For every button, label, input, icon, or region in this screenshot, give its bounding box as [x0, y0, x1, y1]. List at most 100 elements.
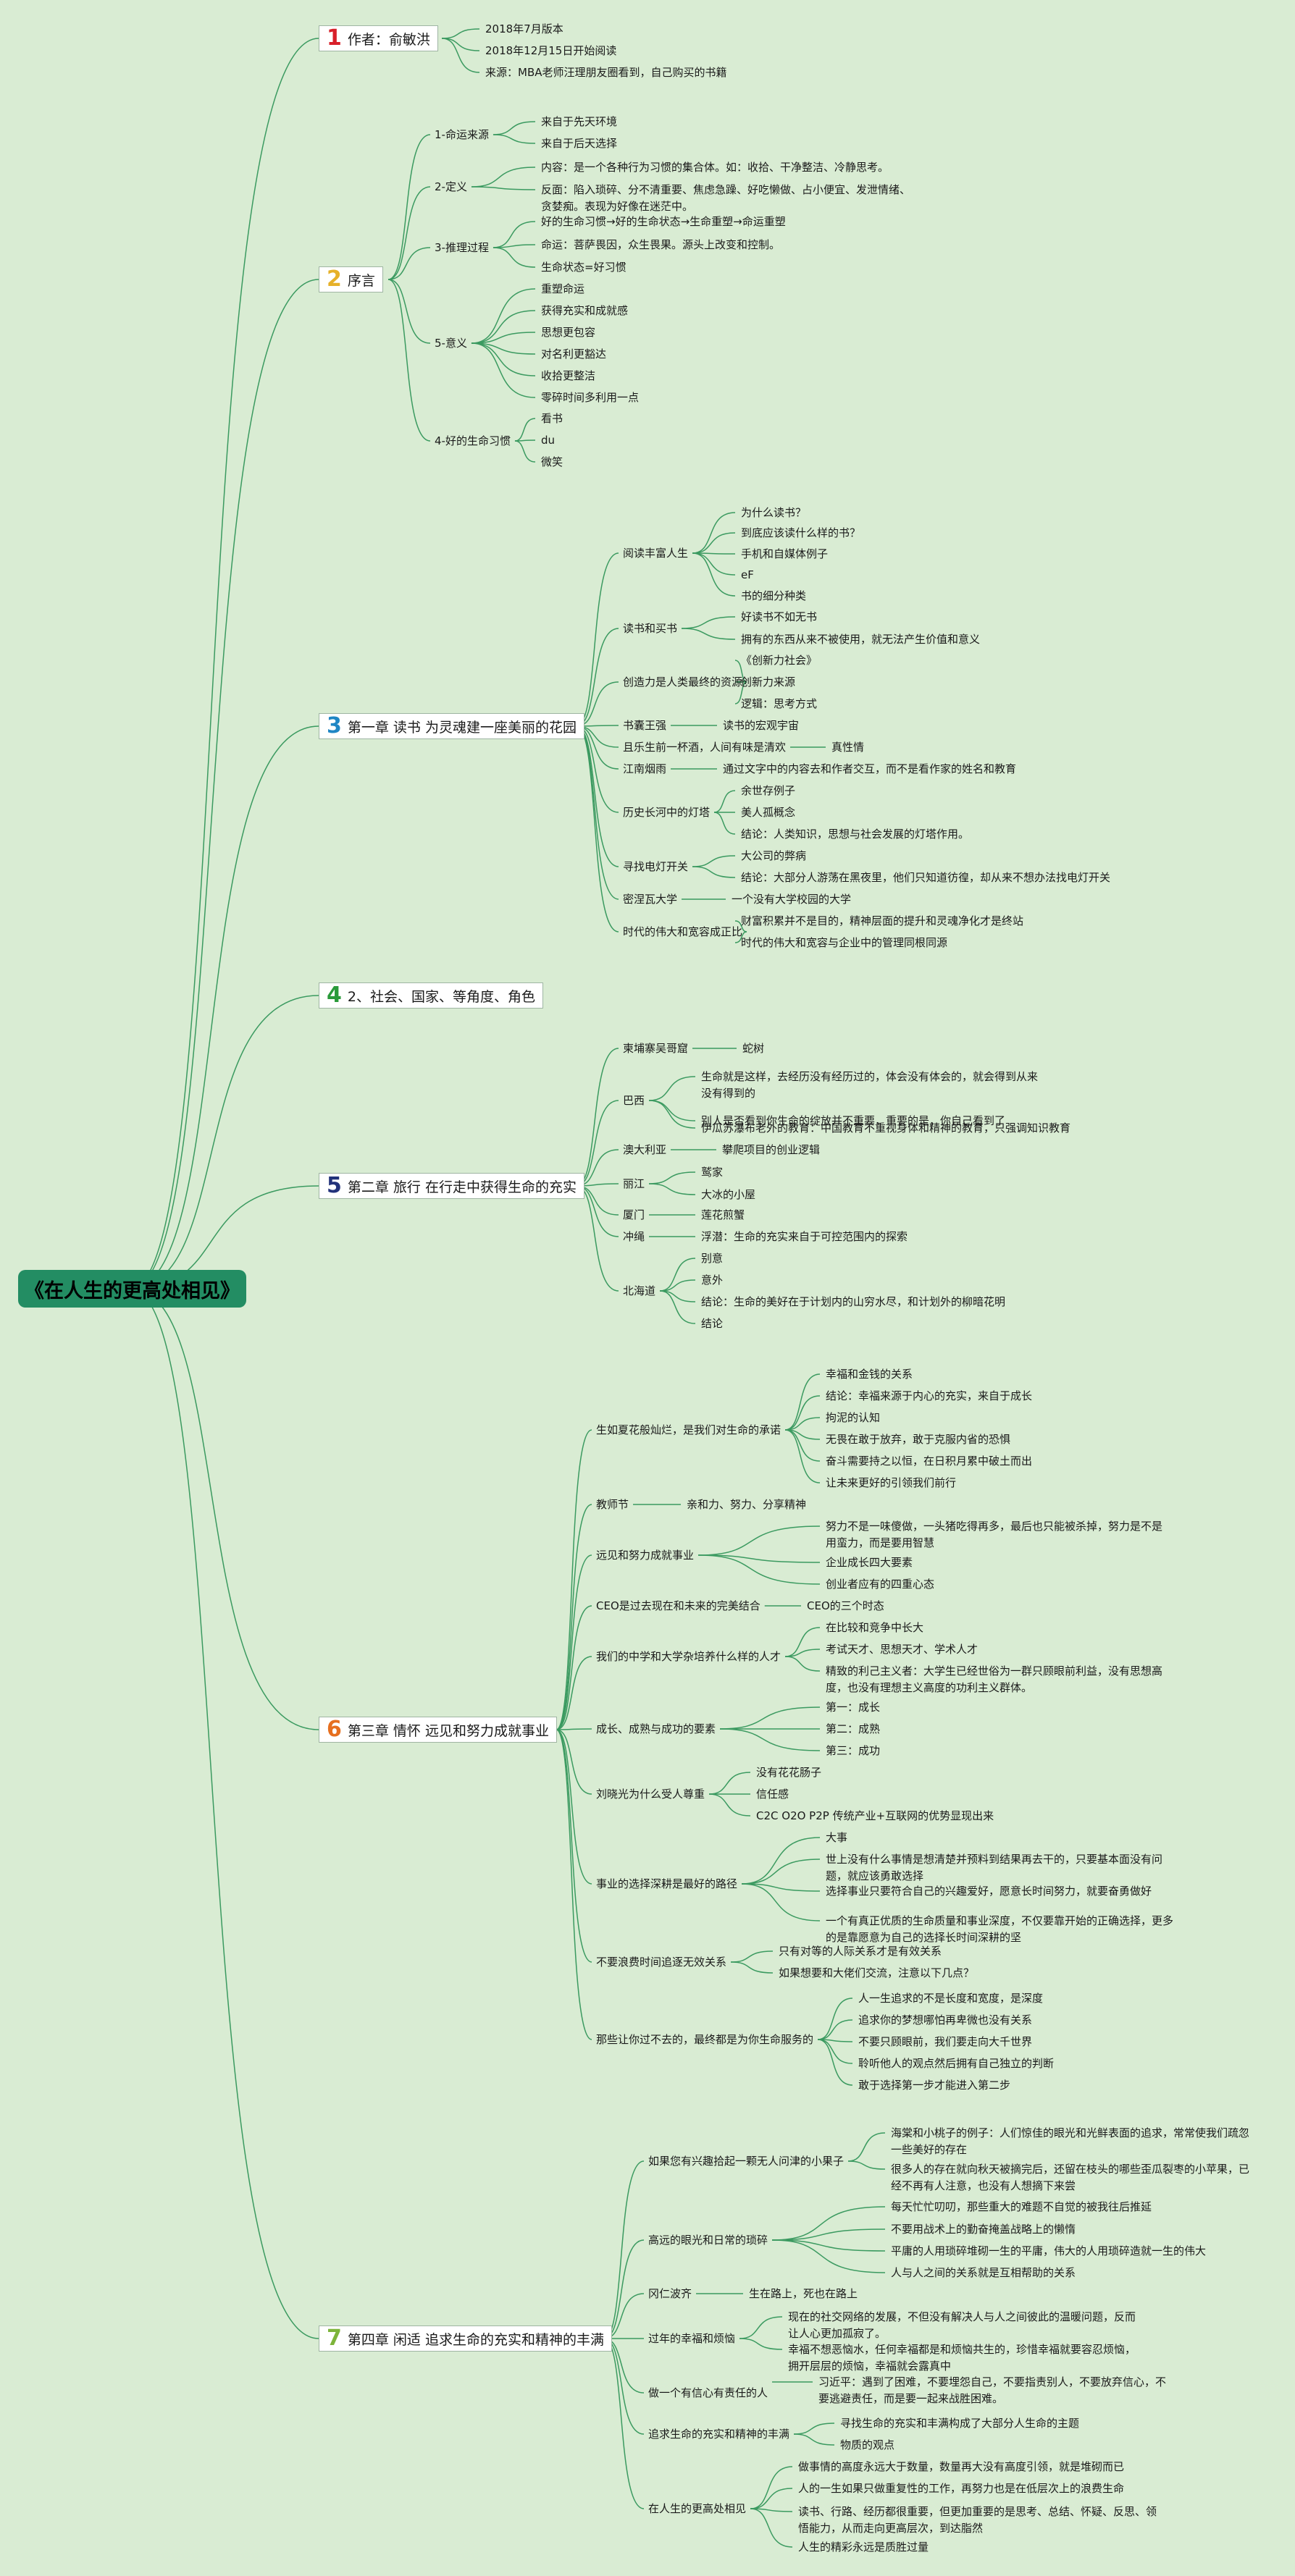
item-text[interactable]: 第二：成熟: [826, 1722, 881, 1735]
group-label[interactable]: 5-意义: [435, 337, 467, 350]
item-text[interactable]: 精致的利己主义者：大学生已经世俗为一群只顾眼前利益，没有思想高度，也没有理想主义…: [826, 1664, 1163, 1694]
item-text[interactable]: 结论: [701, 1317, 724, 1330]
item-text[interactable]: 零碎时间多利用一点: [541, 391, 640, 404]
group-label[interactable]: 密涅瓦大学: [623, 893, 678, 906]
item-text[interactable]: 如果想要和大佬们交流，注意以下几点？: [779, 1966, 975, 1979]
item-text[interactable]: 通过文字中的内容去和作者交互，而不是看作家的姓名和教育: [723, 762, 1017, 775]
item-text[interactable]: 一个没有大学校园的大学: [732, 893, 852, 906]
group-label[interactable]: 且乐生前一杯酒，人间有味是清欢: [623, 741, 787, 754]
item-text[interactable]: 别人是否看到你生命的绽放并不重要，重要的是，你自己看到了: [701, 1114, 1006, 1127]
item-text[interactable]: 大事: [826, 1831, 848, 1844]
item-text[interactable]: 时代的伟大和宽容与企业中的管理同根同源: [741, 936, 948, 949]
item-text[interactable]: 拘泥的认知: [826, 1411, 881, 1424]
item-text[interactable]: 人生的精彩永远是质胜过量: [798, 2541, 929, 2554]
item-text[interactable]: 别意: [701, 1252, 724, 1265]
item-text[interactable]: 追求你的梦想哪怕再卑微也没有关系: [858, 2013, 1033, 2026]
item-text[interactable]: 读书的宏观宇宙: [723, 719, 800, 732]
group-label[interactable]: 事业的选择深耕是最好的路径: [596, 1877, 738, 1890]
item-text[interactable]: 很多人的存在就向秋天被摘完后，还留在枝头的哪些歪瓜裂枣的小苹果，已经不再有人注意…: [891, 2163, 1250, 2192]
group-label[interactable]: 3-推理过程: [435, 241, 489, 254]
group-label[interactable]: 澳大利亚: [623, 1143, 667, 1156]
group-label[interactable]: 生如夏花般灿烂，是我们对生命的承诺: [596, 1423, 781, 1436]
group-label[interactable]: 在人生的更高处相见: [648, 2502, 747, 2515]
item-text[interactable]: 收拾更整洁: [541, 369, 596, 382]
item-text[interactable]: 海棠和小桃子的例子：人们惊佳的眼光和光鲜表面的追求，常常使我们疏忽一些美好的存在: [891, 2126, 1250, 2156]
item-text[interactable]: 现在的社交网络的发展，不但没有解决人与人之间彼此的温暖问题，反而让人心更加孤寂了…: [788, 2310, 1136, 2340]
item-text[interactable]: 幸福和金钱的关系: [826, 1368, 913, 1381]
group-label[interactable]: 寻找电灯开关: [623, 860, 689, 873]
group-label[interactable]: 巴西: [623, 1094, 645, 1107]
group-label[interactable]: 我们的中学和大学杂培养什么样的人才: [596, 1650, 781, 1663]
group-label[interactable]: 过年的幸福和烦恼: [648, 2332, 736, 2345]
item-text[interactable]: 每天忙忙叨叨，那些重大的难题不自觉的被我往后推延: [891, 2200, 1152, 2213]
item-text[interactable]: 为什么读书？: [741, 506, 807, 519]
item-text[interactable]: 手机和自媒体例子: [741, 547, 829, 560]
item-text[interactable]: 获得充实和成就感: [541, 304, 629, 317]
leaf-text[interactable]: 2018年12月15日开始阅读: [485, 44, 617, 57]
item-text[interactable]: 鹫家: [701, 1166, 724, 1179]
group-label[interactable]: 创造力是人类最终的资源: [623, 675, 743, 689]
item-text[interactable]: 没有花花肠子: [756, 1766, 822, 1779]
item-text[interactable]: 人与人之间的关系就是互相帮助的关系: [891, 2266, 1076, 2279]
item-text[interactable]: 思想更包容: [541, 326, 596, 339]
group-label[interactable]: 柬埔寨吴哥窟: [623, 1042, 689, 1055]
item-text[interactable]: 敢于选择第一步才能进入第二步: [858, 2079, 1011, 2092]
group-label[interactable]: 那些让你过不去的，最终都是为你生命服务的: [596, 2033, 814, 2046]
item-text[interactable]: 来自于后天选择: [541, 137, 618, 150]
group-label[interactable]: 冈仁波齐: [648, 2287, 692, 2300]
item-text[interactable]: 人的一生如果只做重复性的工作，再努力也是在低层次上的浪费生命: [798, 2482, 1125, 2495]
group-label[interactable]: 教师节: [596, 1498, 629, 1511]
item-text[interactable]: 拥有的东西从来不被使用，就无法产生价值和意义: [741, 633, 981, 646]
item-text[interactable]: 结论：大部分人游荡在黑夜里，他们只知道彷徨，却从来不想办法找电灯开关: [741, 871, 1111, 884]
item-text[interactable]: 《创新力社会》: [741, 654, 818, 667]
group-label[interactable]: 做一个有信心有责任的人: [648, 2386, 768, 2399]
item-text[interactable]: 聆听他人的观点然后拥有自己独立的判断: [858, 2057, 1055, 2070]
item-text[interactable]: 反面：陷入琐碎、分不清重要、焦虑急躁、好吃懒做、占小便宜、发泄情绪、贪婪痴。表现…: [541, 183, 911, 213]
item-text[interactable]: 奋斗需要持之以恒，在日积月累中破土而出: [826, 1455, 1033, 1468]
group-label[interactable]: 远见和努力成就事业: [596, 1549, 695, 1562]
item-text[interactable]: 企业成长四大要素: [826, 1556, 913, 1569]
item-text[interactable]: 攀爬项目的创业逻辑: [722, 1143, 821, 1156]
item-text[interactable]: 物质的观点: [840, 2438, 895, 2451]
group-label[interactable]: 厦门: [623, 1208, 645, 1221]
leaf-text[interactable]: 来源：MBA老师汪理朋友圈看到，自己购买的书籍: [485, 66, 727, 79]
item-text[interactable]: 结论：人类知识，思想与社会发展的灯塔作用。: [741, 828, 970, 841]
item-text[interactable]: 寻找生命的充实和丰满构成了大部分人生命的主题: [840, 2417, 1080, 2430]
item-text[interactable]: 结论：生命的美好在于计划内的山穷水尽，和计划外的柳暗花明: [701, 1295, 1006, 1308]
item-text[interactable]: 生命就是这样，去经历没有经历过的，体会没有体会的，就会得到从来没有得到的: [701, 1070, 1039, 1100]
item-text[interactable]: 努力不是一味傻做，一头猪吃得再多，最后也只能被杀掉，努力是不是用蛮力，而是要用智…: [826, 1520, 1163, 1549]
item-text[interactable]: 不要用战术上的勤奋掩盖战略上的懒惰: [891, 2223, 1076, 2236]
item-text[interactable]: 无畏在敢于放弃，敢于克服内省的恐惧: [826, 1433, 1011, 1446]
item-text[interactable]: 读书、行路、经历都很重要，但更加重要的是思考、总结、怀疑、反思、领悟能力，从而走…: [798, 2505, 1157, 2535]
item-text[interactable]: 伊瓜苏瀑布老外的教育：中国教育不重视身体和精神的教育，只强调知识教育: [701, 1121, 1071, 1135]
item-text[interactable]: CEO的三个时态: [807, 1599, 884, 1612]
item-text[interactable]: 第三：成功: [826, 1744, 881, 1757]
group-label[interactable]: 书囊王强: [623, 719, 667, 732]
item-text[interactable]: 只有对等的人际关系才是有效关系: [779, 1945, 942, 1958]
item-text[interactable]: eF: [741, 568, 754, 581]
item-text[interactable]: 命运：菩萨畏因，众生畏果。源头上改变和控制。: [541, 238, 781, 251]
group-label[interactable]: 2-定义: [435, 180, 467, 193]
group-label[interactable]: 丽江: [623, 1177, 645, 1190]
item-text[interactable]: 逻辑：思考方式: [741, 697, 818, 710]
item-text[interactable]: 书的细分种类: [741, 589, 807, 602]
item-text[interactable]: 到底应该读什么样的书？: [741, 526, 861, 539]
item-text[interactable]: 幸福不想恶恼水，任何幸福都是和烦恼共生的，珍惜幸福就要容忍烦恼，拥开层层的烦恼，…: [788, 2343, 1136, 2373]
item-text[interactable]: 真性情: [831, 741, 865, 754]
group-label[interactable]: CEO是过去现在和未来的完美结合: [596, 1599, 760, 1612]
item-text[interactable]: 考试天才、思想天才、学术人才: [826, 1643, 978, 1656]
group-label[interactable]: 历史长河中的灯塔: [623, 806, 711, 819]
group-label[interactable]: 读书和买书: [623, 622, 678, 635]
group-label[interactable]: 高远的眼光和日常的琐碎: [648, 2234, 768, 2247]
item-text[interactable]: 好读书不如无书: [741, 610, 818, 623]
group-label[interactable]: 刘晓光为什么受人尊重: [596, 1788, 705, 1801]
item-text[interactable]: 生在路上，死也在路上: [749, 2287, 858, 2300]
group-label[interactable]: 1-命运来源: [435, 128, 489, 141]
item-text[interactable]: C2C O2O P2P 传统产业+互联网的优势显现出来: [756, 1809, 994, 1822]
item-text[interactable]: 重塑命运: [541, 282, 585, 295]
